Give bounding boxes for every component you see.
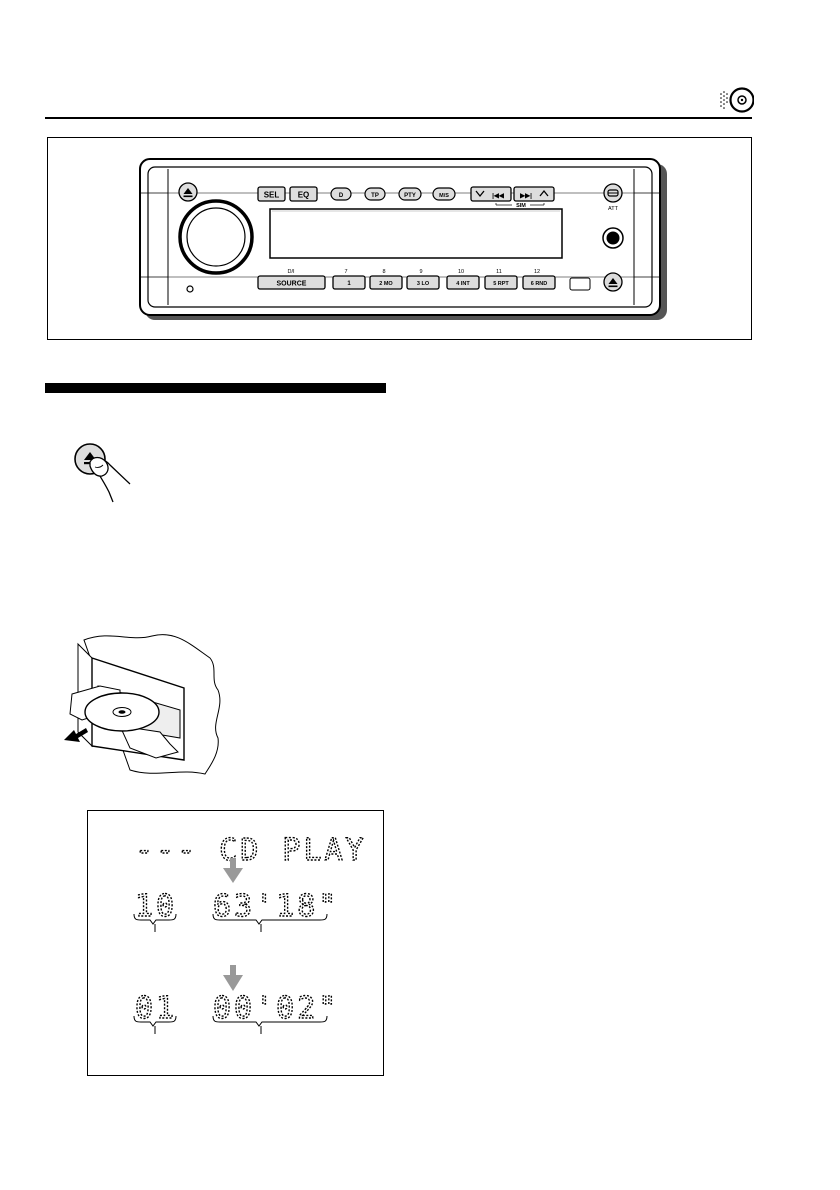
front-panel-frame: [47, 137, 752, 340]
tp-button[interactable]: TP: [364, 187, 386, 201]
finger-pressing-eject-illustration: [74, 443, 131, 503]
preset-9-label: 9: [419, 269, 422, 275]
att-button[interactable]: [603, 183, 623, 203]
svg-text:SOURCE: SOURCE: [277, 281, 307, 288]
control-dial-button[interactable]: [602, 227, 624, 249]
sel-button[interactable]: SEL: [257, 186, 286, 202]
lcd-track-total: 10: [135, 889, 177, 924]
panel-release-button[interactable]: [603, 272, 623, 292]
lcd-line-cd-play: --- CD PLAY: [135, 833, 367, 868]
svg-text:SIM: SIM: [516, 203, 526, 209]
sim-label: SIM: [495, 203, 545, 209]
lcd-time-total: 63'18": [213, 889, 339, 924]
svg-text:TP: TP: [371, 193, 379, 199]
svg-text:2 MO: 2 MO: [379, 281, 393, 287]
pty-button[interactable]: PTY: [398, 187, 422, 201]
preset-7-label: 7: [344, 269, 347, 275]
front-panel-illustration: SEL EQ D TP PTY M/S |◀◀ ▶▶| SIM: [139, 158, 667, 320]
preset-button-2[interactable]: 2 MO: [369, 275, 403, 290]
lcd-time-elapsed: 00'02": [213, 991, 339, 1026]
preset-button-1[interactable]: 1: [332, 275, 366, 290]
insert-arrow-icon: [64, 728, 88, 742]
cd-insertion-illustration: [64, 634, 221, 775]
header-rule: [45, 117, 752, 119]
preset-12-label: 12: [534, 269, 540, 275]
preset-button-6[interactable]: 6 RND: [522, 275, 556, 290]
preset-10-label: 10: [458, 269, 464, 275]
next-track-button[interactable]: ▶▶|: [513, 186, 555, 202]
preset-button-5[interactable]: 5 RPT: [484, 275, 518, 290]
preset-11-label: 11: [496, 269, 502, 275]
svg-text:▶▶|: ▶▶|: [519, 193, 532, 200]
svg-text:M/S: M/S: [439, 193, 449, 199]
svg-text:3 LO: 3 LO: [417, 281, 430, 287]
svg-text:6 RND: 6 RND: [531, 281, 548, 287]
svg-text:5 RPT: 5 RPT: [493, 281, 509, 287]
svg-text:SEL: SEL: [264, 191, 280, 200]
d-button[interactable]: D: [330, 187, 352, 201]
eject-button[interactable]: [178, 182, 198, 202]
eq-button[interactable]: EQ: [289, 186, 318, 202]
display-readout-panel: [87, 810, 384, 1076]
lcd-track-current: 01: [135, 991, 177, 1026]
remote-sensor: [569, 277, 591, 291]
preset-8-label: 8: [382, 269, 385, 275]
svg-text:PTY: PTY: [404, 193, 416, 199]
prev-track-button[interactable]: |◀◀: [470, 186, 512, 202]
down-arrow-icon-1: [223, 858, 243, 883]
svg-text:1: 1: [347, 281, 351, 287]
svg-text:4 INT: 4 INT: [456, 281, 470, 287]
display-readout-illustration: --- CD PLAY 10 63'18" 01 00'02": [133, 832, 367, 1034]
svg-text:|◀◀: |◀◀: [492, 193, 505, 200]
svg-text:D: D: [339, 193, 344, 199]
volume-knob[interactable]: [178, 199, 254, 275]
cd-icon: [720, 87, 754, 113]
down-arrow-icon-2: [223, 965, 243, 991]
att-label: ATT: [608, 206, 619, 212]
preset-button-4[interactable]: 4 INT: [446, 275, 480, 290]
preset-button-3[interactable]: 3 LO: [406, 275, 440, 290]
ms-button[interactable]: M/S: [432, 187, 456, 201]
source-top-label: D/I: [287, 269, 295, 275]
source-button[interactable]: SOURCE: [257, 275, 326, 290]
svg-text:EQ: EQ: [298, 191, 310, 200]
section-heading-bar: [45, 383, 386, 393]
